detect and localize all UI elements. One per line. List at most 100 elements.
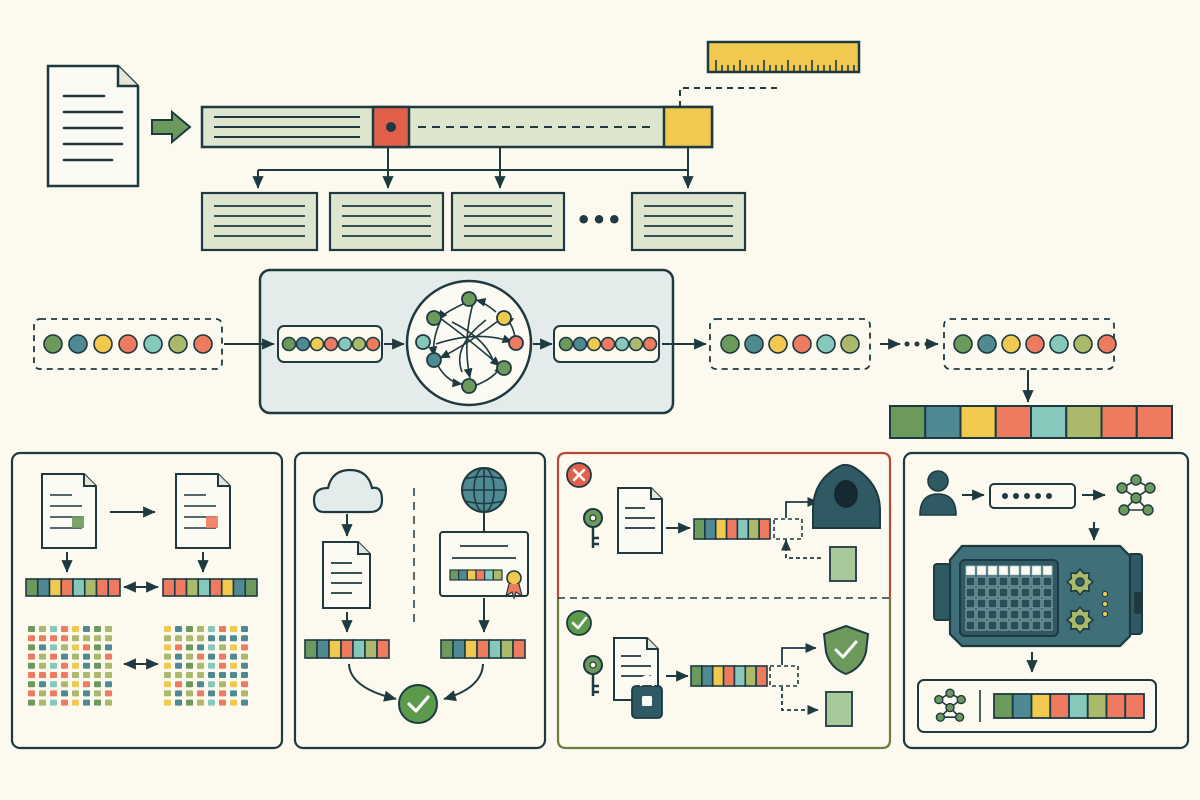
embedding-cell <box>736 518 750 540</box>
embedding-cell <box>488 639 502 659</box>
certificate-cell <box>484 569 494 581</box>
source-document-icon <box>46 64 140 188</box>
embedding-cell <box>72 578 86 597</box>
cloud-icon <box>312 468 384 514</box>
token-circle <box>720 334 740 354</box>
embedding-cell <box>714 518 728 540</box>
embedding-cell <box>744 665 757 687</box>
embedding-cell <box>244 578 258 597</box>
token-circle <box>309 336 325 352</box>
token-circle <box>193 334 213 354</box>
stolen-data-block <box>829 546 857 582</box>
embedding-cell <box>83 578 98 597</box>
token-circle <box>68 334 88 354</box>
embedding-cell <box>220 578 235 597</box>
token-circle <box>365 336 381 352</box>
embedding-cell <box>60 578 74 597</box>
certificate-cell <box>475 569 486 581</box>
token-circle <box>323 336 339 352</box>
certificate-cell <box>492 569 503 581</box>
token-circle <box>337 336 353 352</box>
embedding-cell <box>304 639 318 659</box>
embedding-cell <box>316 639 330 659</box>
token-circle <box>558 336 574 352</box>
embedding-cell <box>1135 405 1173 439</box>
token-circle <box>281 336 297 352</box>
certificate-cell <box>466 569 477 581</box>
token-circle <box>642 336 658 352</box>
embedding-cell <box>747 518 760 540</box>
input-token-sequence <box>43 334 213 354</box>
token-circle <box>768 334 788 354</box>
embedding-cell <box>36 578 51 597</box>
embedding-cell <box>711 665 725 687</box>
document-icon <box>41 473 97 549</box>
token-circle <box>586 336 602 352</box>
embedding-cell <box>1086 693 1108 719</box>
token-circle <box>1073 334 1093 354</box>
embedding-cell <box>440 639 454 659</box>
embedding-cell <box>197 578 211 597</box>
chunk-block <box>200 191 319 252</box>
password-field-icon <box>989 483 1076 509</box>
embedding-cell <box>924 405 962 439</box>
embedding-cell <box>994 405 1032 439</box>
embedding-cell <box>328 639 342 659</box>
embedding-cell <box>733 665 747 687</box>
embedding-cell <box>722 665 736 687</box>
embedding-cell <box>959 405 997 439</box>
embedding-cell <box>1011 693 1033 719</box>
final-token-group <box>943 318 1115 370</box>
token-circle <box>614 336 630 352</box>
embedding-matrix <box>28 626 112 706</box>
token-circle <box>351 336 367 352</box>
certificate-cell <box>449 569 460 581</box>
lock-icon <box>631 674 663 719</box>
embedding-cell <box>95 578 110 597</box>
embedding-cell <box>1065 405 1103 439</box>
embedding-cell <box>48 578 63 597</box>
embedding-cell <box>107 578 121 597</box>
embedding-cell <box>464 639 478 659</box>
chunk-row <box>200 191 747 252</box>
attention-circle-icon <box>405 279 533 407</box>
network-graph-icon <box>1116 474 1156 516</box>
key-icon <box>583 508 603 548</box>
token-circle <box>572 336 588 352</box>
long-sequence-bar <box>200 105 714 149</box>
embedding-cell <box>1049 693 1070 719</box>
embedding-cell <box>376 639 390 659</box>
embedding-cell <box>162 578 176 597</box>
embedding-cell <box>704 518 717 540</box>
certificate-cell <box>458 569 468 581</box>
check-icon <box>398 684 438 724</box>
embedding-matrix <box>164 626 248 706</box>
embedding-cell <box>1100 405 1138 439</box>
embedding-cell <box>758 518 771 540</box>
document-icon <box>175 473 231 549</box>
embedding-cell <box>512 639 526 659</box>
shield-check-icon <box>822 624 870 676</box>
globe-icon <box>461 467 507 532</box>
tail-segment <box>662 105 714 149</box>
token-circle <box>816 334 836 354</box>
token-circle <box>168 334 188 354</box>
key-icon <box>583 655 603 696</box>
token-circle <box>118 334 138 354</box>
embedding-cell <box>690 665 703 687</box>
embedding-bar <box>889 405 1173 439</box>
token-circle <box>792 334 812 354</box>
embedding-cell <box>476 639 490 659</box>
embedding-cell <box>340 639 354 659</box>
token-circle <box>1025 334 1045 354</box>
hooded-attacker-icon <box>812 463 881 529</box>
embedding-cell <box>25 578 39 597</box>
check-icon <box>566 610 592 636</box>
protected-data-block <box>825 691 853 727</box>
embedding-cell <box>1030 693 1052 719</box>
embedding-cell <box>185 578 200 597</box>
embedding-cell <box>693 518 706 540</box>
embedding-cell <box>1105 693 1127 719</box>
chunk-block <box>450 191 566 252</box>
